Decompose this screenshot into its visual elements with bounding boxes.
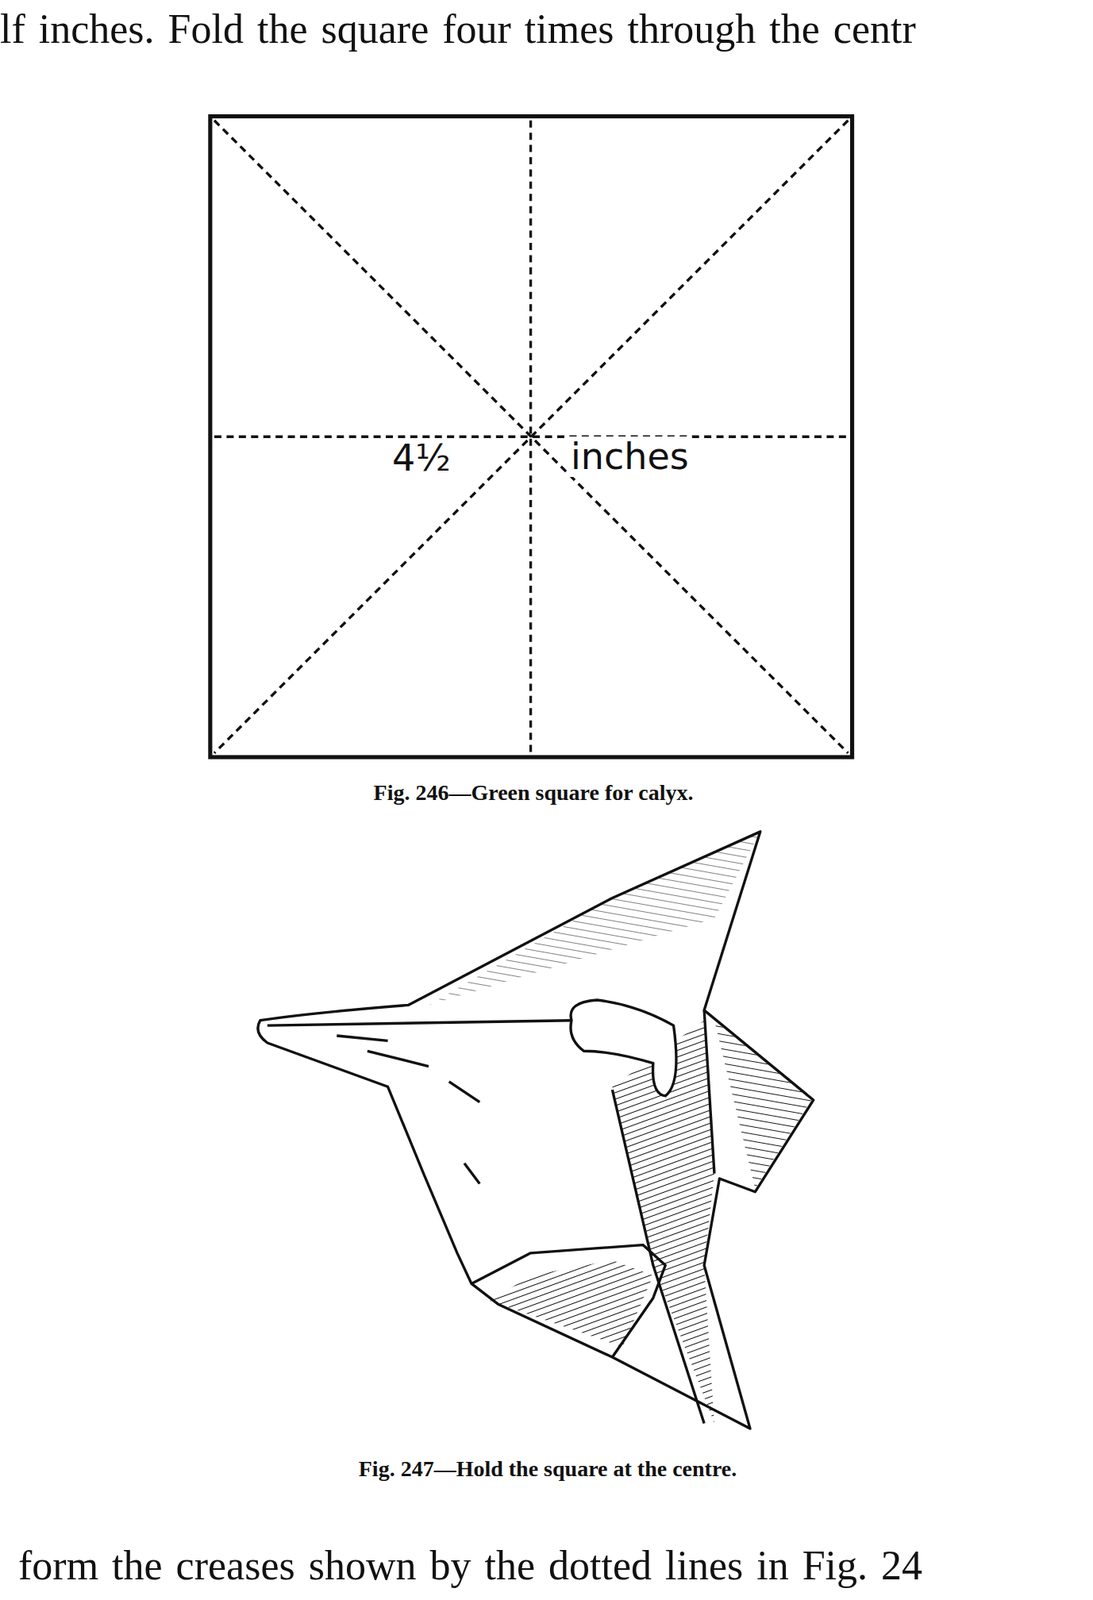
square-diagram [210, 116, 853, 758]
figure-caption: Fig. 247—Hold the square at the centre. [358, 1457, 737, 1482]
figure-caption: Fig. 246—Green square for calyx. [373, 781, 694, 806]
body-text: form the creases shown by the dotted lin… [18, 1543, 923, 1589]
body-text: lf inches. Fold the square four times th… [0, 6, 916, 52]
dimension-label: 4½ [388, 438, 455, 479]
dimension-label: inches [567, 436, 693, 478]
folded-calyx [257, 831, 814, 1429]
